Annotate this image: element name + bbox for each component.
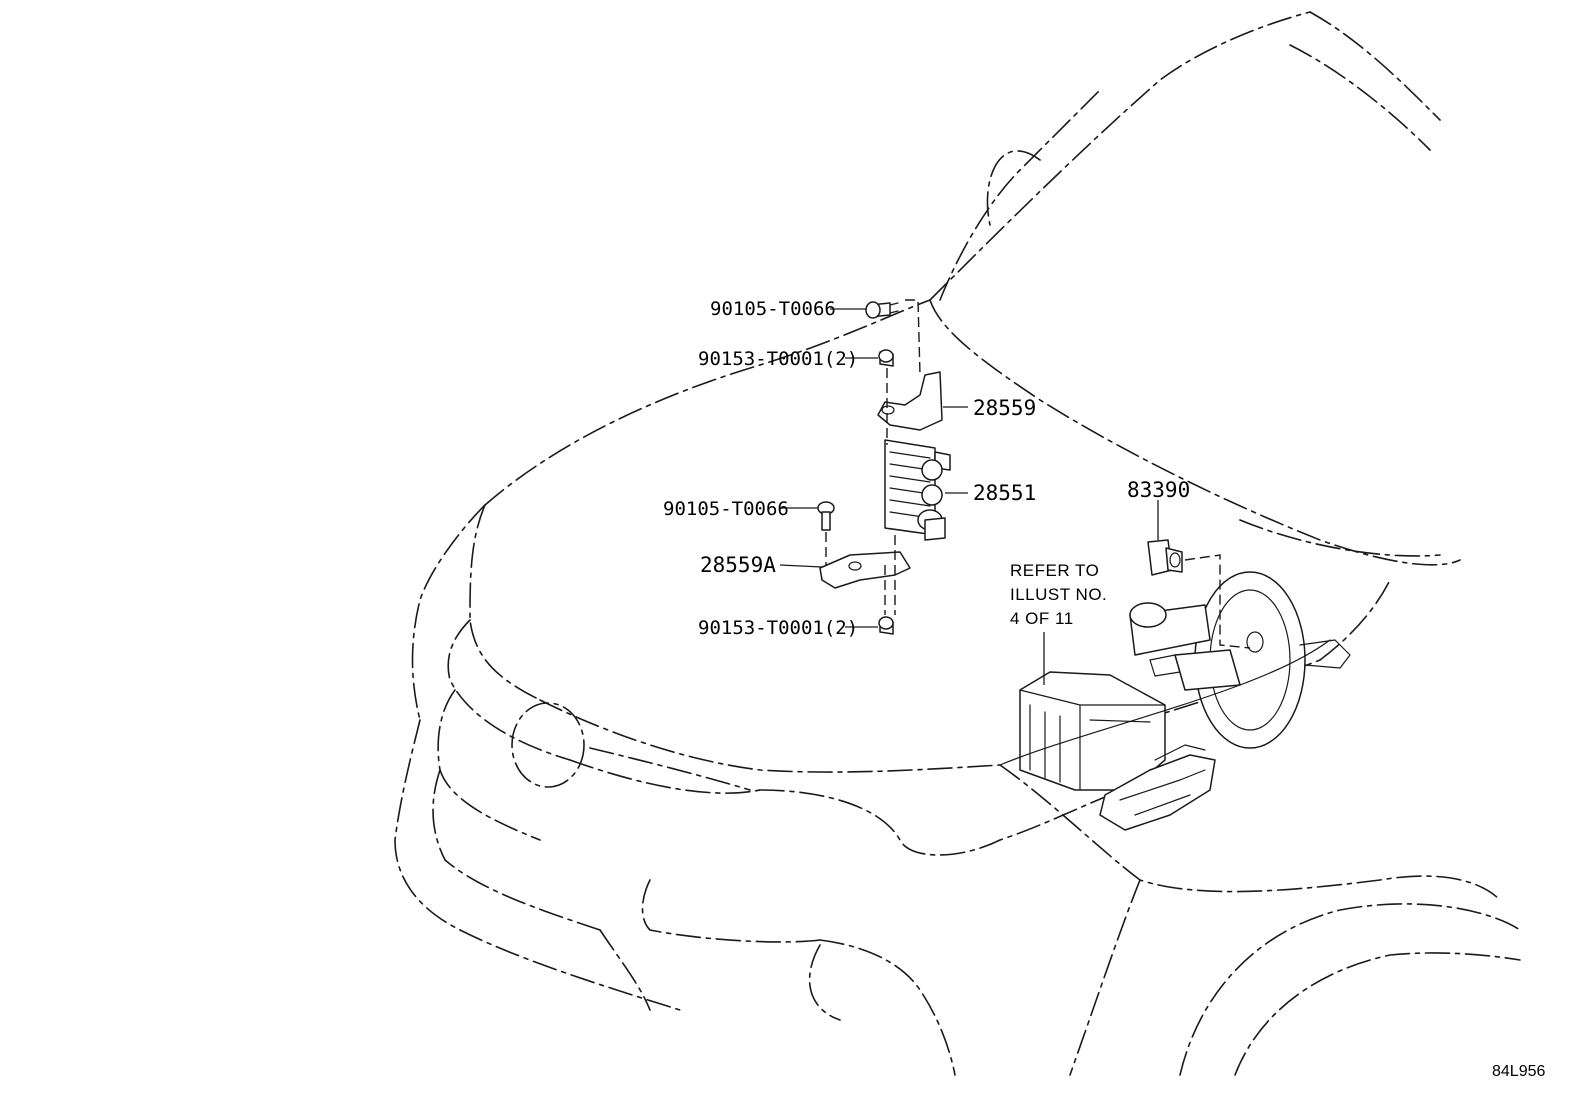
bracket-28559A bbox=[779, 551, 911, 589]
label-nut-upper: 90153-T0001(2) bbox=[698, 348, 858, 370]
brake-booster bbox=[1129, 571, 1351, 749]
label-relay: 28551 bbox=[973, 481, 1036, 505]
illustration-code: 84L956 bbox=[1492, 1063, 1545, 1080]
reference-note-line3: 4 OF 11 bbox=[1010, 609, 1074, 628]
relay-28551 bbox=[884, 439, 968, 541]
label-bolt-upper: 90105-T0066 bbox=[710, 298, 836, 320]
vehicle-outline bbox=[394, 11, 1521, 1076]
switch-83390 bbox=[1147, 500, 1251, 649]
bracket-28559 bbox=[877, 371, 968, 431]
reference-note-line1: REFER TO bbox=[1010, 561, 1099, 580]
battery-assembly bbox=[999, 639, 1331, 831]
label-bracket-lower: 28559A bbox=[700, 553, 776, 577]
fasteners bbox=[780, 299, 1045, 685]
label-switch: 83390 bbox=[1127, 478, 1190, 502]
label-bolt-lower: 90105-T0066 bbox=[663, 498, 789, 520]
reference-note-line2: ILLUST NO. bbox=[1010, 585, 1107, 604]
label-bracket: 28559 bbox=[973, 396, 1036, 420]
label-nut-lower: 90153-T0001(2) bbox=[698, 617, 858, 639]
